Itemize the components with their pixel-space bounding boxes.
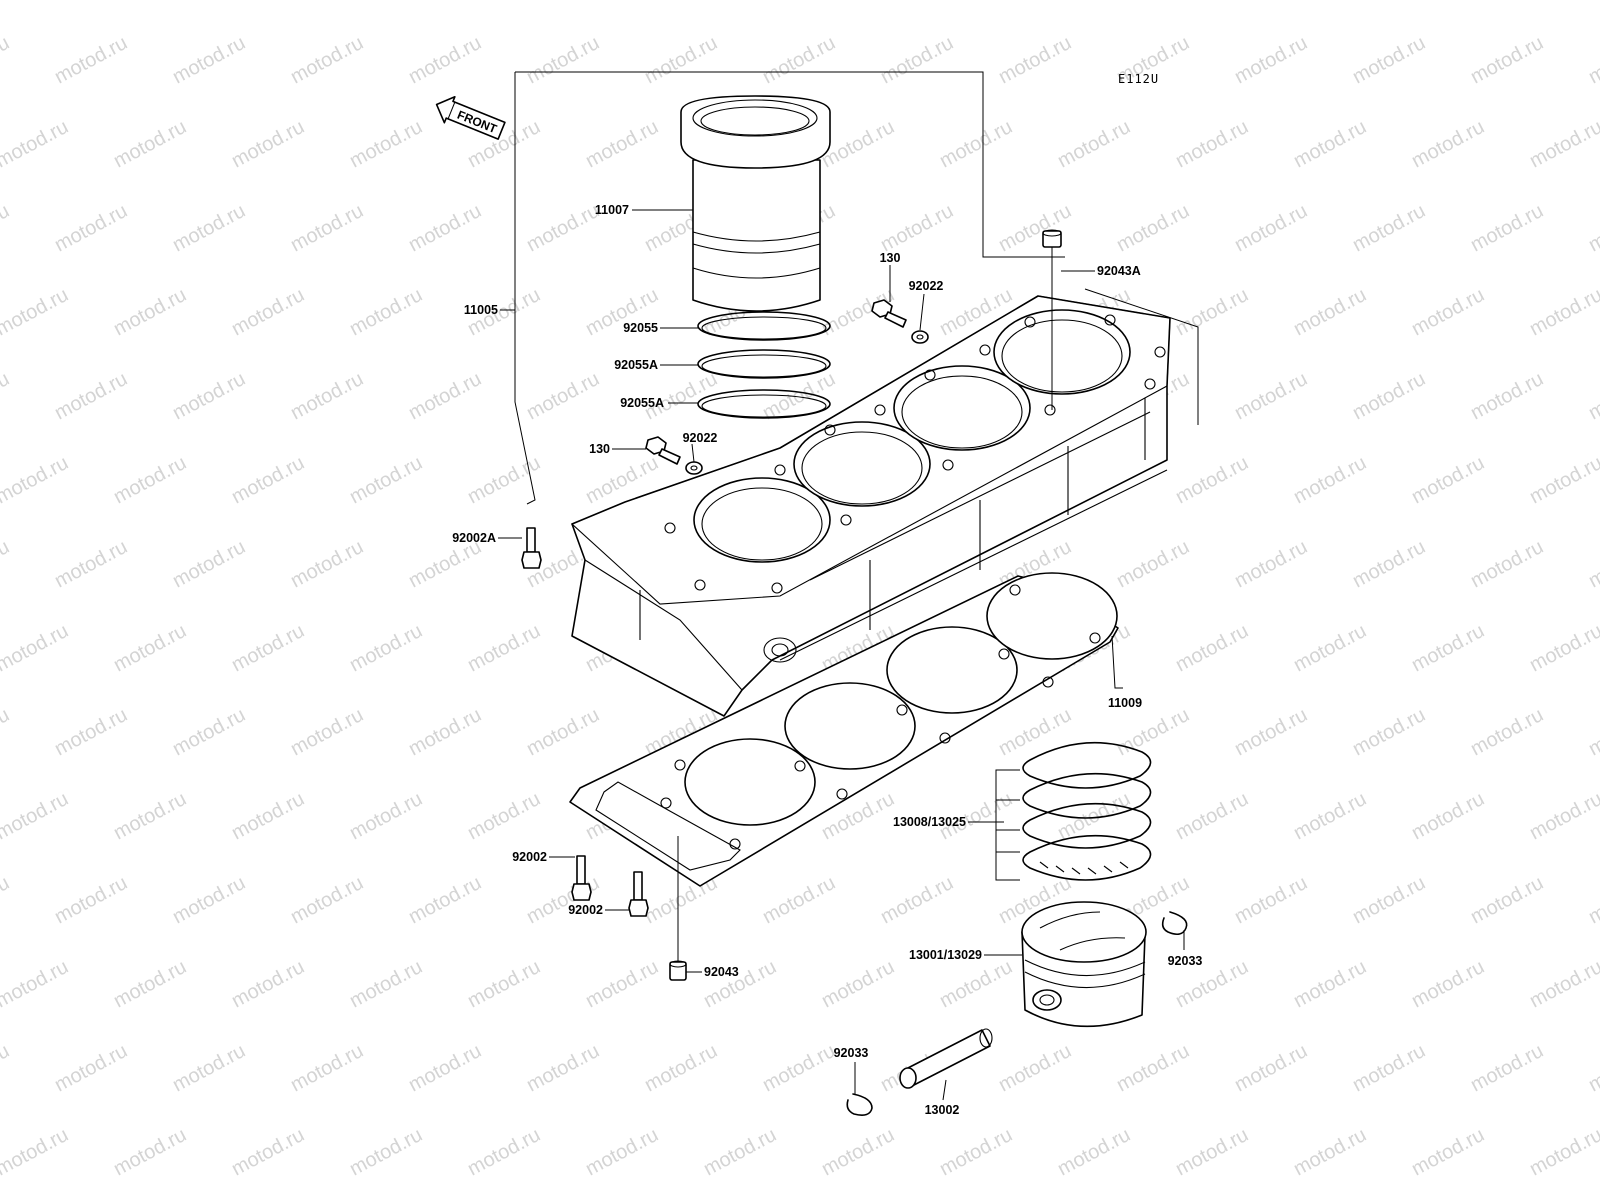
label-dowel-front: 92043 <box>704 965 739 979</box>
dowel-front-drawing <box>669 836 687 981</box>
label-bolt-lower: 130 <box>589 442 610 456</box>
label-dowel-rear: 92043A <box>1097 264 1141 278</box>
oring-top-drawing <box>697 311 831 341</box>
cylinder-block-drawing <box>570 295 1171 717</box>
piston-drawing <box>1021 901 1147 1028</box>
label-circlip-right: 92033 <box>1168 954 1203 968</box>
bolt-lower-drawing <box>645 436 681 465</box>
stud-front-1-drawing <box>571 855 592 901</box>
label-washer-lower: 92022 <box>683 431 718 445</box>
circlip-right-drawing <box>1161 911 1188 936</box>
label-piston-pin: 13002 <box>925 1103 960 1117</box>
label-circlip-left: 92033 <box>834 1046 869 1060</box>
assembly-bracket <box>514 92 536 505</box>
piston-pin-drawing <box>899 1028 993 1089</box>
label-piston-rings: 13008/13025 <box>893 815 966 829</box>
label-cylinder-sleeve: 11007 <box>595 203 629 217</box>
piston-rings-drawing <box>1022 741 1152 881</box>
oring-middle-drawing <box>697 349 831 379</box>
label-stud-front-2: 92002 <box>568 903 603 917</box>
front-arrow-icon: FRONT <box>435 95 506 140</box>
dowel-rear-drawing <box>1042 229 1062 410</box>
oring-bottom-drawing <box>697 389 831 419</box>
stud-left-drawing <box>521 527 542 569</box>
label-oring-bottom: 92055A <box>620 396 664 410</box>
label-stud-front-1: 92002 <box>512 850 547 864</box>
label-bolt-upper: 130 <box>880 251 901 265</box>
label-base-gasket: 11009 <box>1108 696 1142 710</box>
label-cylinder-block: 11005 <box>464 303 498 317</box>
label-oring-middle: 92055A <box>614 358 658 372</box>
base-gasket-drawing <box>569 572 1119 887</box>
leader-lines <box>498 209 1185 1101</box>
label-piston: 13001/13029 <box>909 948 982 962</box>
label-washer-upper: 92022 <box>909 279 944 293</box>
diagram-code: E112U <box>1118 72 1159 86</box>
circlip-left-drawing <box>846 1093 873 1116</box>
label-oring-top: 92055 <box>623 321 658 335</box>
label-stud-left: 92002A <box>452 531 496 545</box>
washer-upper-drawing <box>911 330 929 344</box>
bolt-upper-drawing <box>871 299 907 328</box>
stud-front-2-drawing <box>628 871 649 917</box>
cylinder-sleeve-drawing <box>680 95 831 312</box>
washer-lower-drawing <box>685 461 703 475</box>
